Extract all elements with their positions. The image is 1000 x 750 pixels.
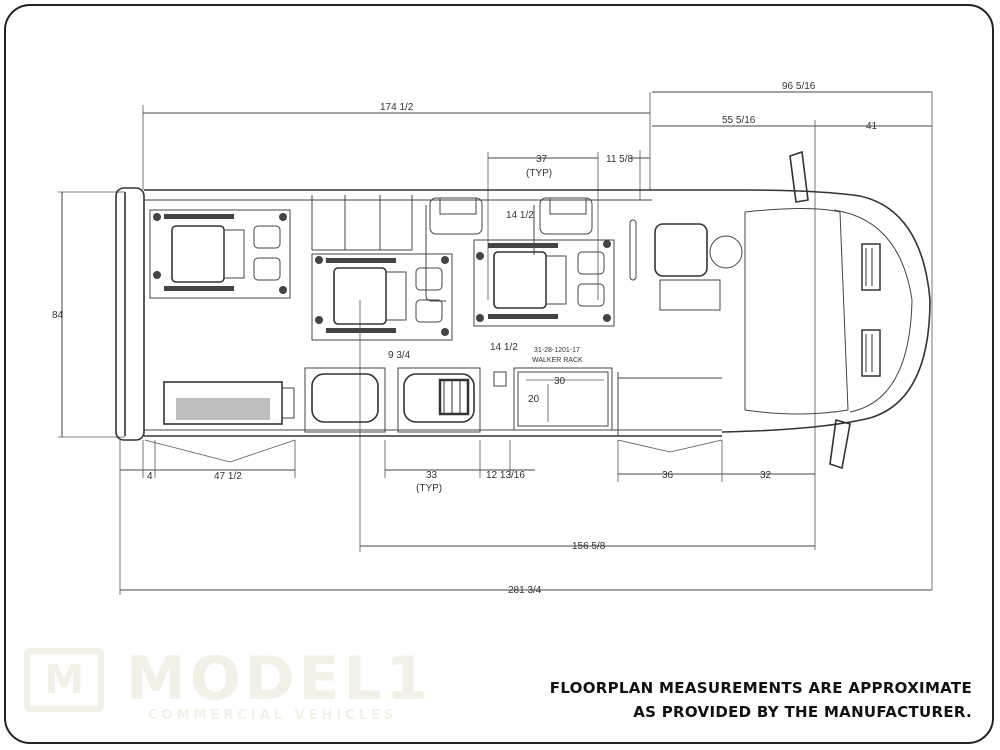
vehicle-body — [115, 187, 723, 463]
entry-door — [617, 279, 722, 436]
dim-14-mid: 14 1/2 — [490, 342, 518, 353]
dim-47: 47 1/2 — [214, 471, 242, 482]
fold-seats-top — [425, 197, 637, 302]
rear-lift — [163, 381, 295, 425]
disclaimer-note: FLOORPLAN MEASUREMENTS ARE APPROXIMATE A… — [550, 676, 972, 724]
wheelchair-station-front — [473, 239, 615, 327]
cab — [652, 150, 931, 470]
dim-14-top: 14 1/2 — [506, 210, 534, 221]
dim-37: 37 — [536, 154, 548, 165]
disclaimer-line-1: FLOORPLAN MEASUREMENTS ARE APPROXIMATE — [549, 679, 972, 697]
dim-4: 4 — [147, 471, 153, 482]
dim-156: 156 5/8 — [572, 541, 606, 552]
dim-20: 20 — [528, 394, 540, 405]
dim-9: 9 3/4 — [388, 350, 411, 361]
wheelchair-station-rear — [149, 209, 291, 299]
walker-rack — [513, 367, 613, 431]
dim-11: 11 5/8 — [606, 154, 633, 165]
dim-36: 36 — [662, 470, 674, 481]
wheelchair-station-middle — [311, 253, 453, 341]
rack-code: 31-28-1201-17 — [534, 347, 580, 354]
dim-12: 12 13/16 — [486, 470, 525, 481]
dim-41: 41 — [866, 121, 878, 132]
logo-subtitle: COMMERCIAL VEHICLES — [148, 708, 398, 723]
disclaimer-line-2: AS PROVIDED BY THE MANUFACTURER. — [633, 703, 972, 721]
dim-96: 96 5/16 — [782, 81, 816, 92]
dim-32: 32 — [760, 470, 772, 481]
logo-wordmark: MODEL1 — [126, 644, 432, 714]
dim-84: 84 — [52, 310, 64, 321]
dimension-lines — [58, 91, 933, 595]
dimension-labels: 174 1/2 96 5/16 55 5/16 41 37 (TYP) 11 5… — [52, 81, 878, 596]
page-frame — [4, 4, 994, 744]
rack-label: WALKER RACK — [532, 357, 583, 364]
dim-typ-top: (TYP) — [526, 168, 552, 179]
dim-174: 174 1/2 — [380, 102, 414, 113]
passenger-seats-bottom — [304, 367, 507, 433]
dim-281: 281 3/4 — [508, 585, 542, 596]
dim-55: 55 5/16 — [722, 115, 756, 126]
model1-logo: M MODEL1 COMMERCIAL VEHICLES — [24, 646, 427, 728]
dim-30: 30 — [554, 376, 566, 387]
logo-mark: M — [24, 648, 104, 712]
dim-typ-bottom: (TYP) — [416, 483, 442, 494]
dim-33: 33 — [426, 470, 438, 481]
